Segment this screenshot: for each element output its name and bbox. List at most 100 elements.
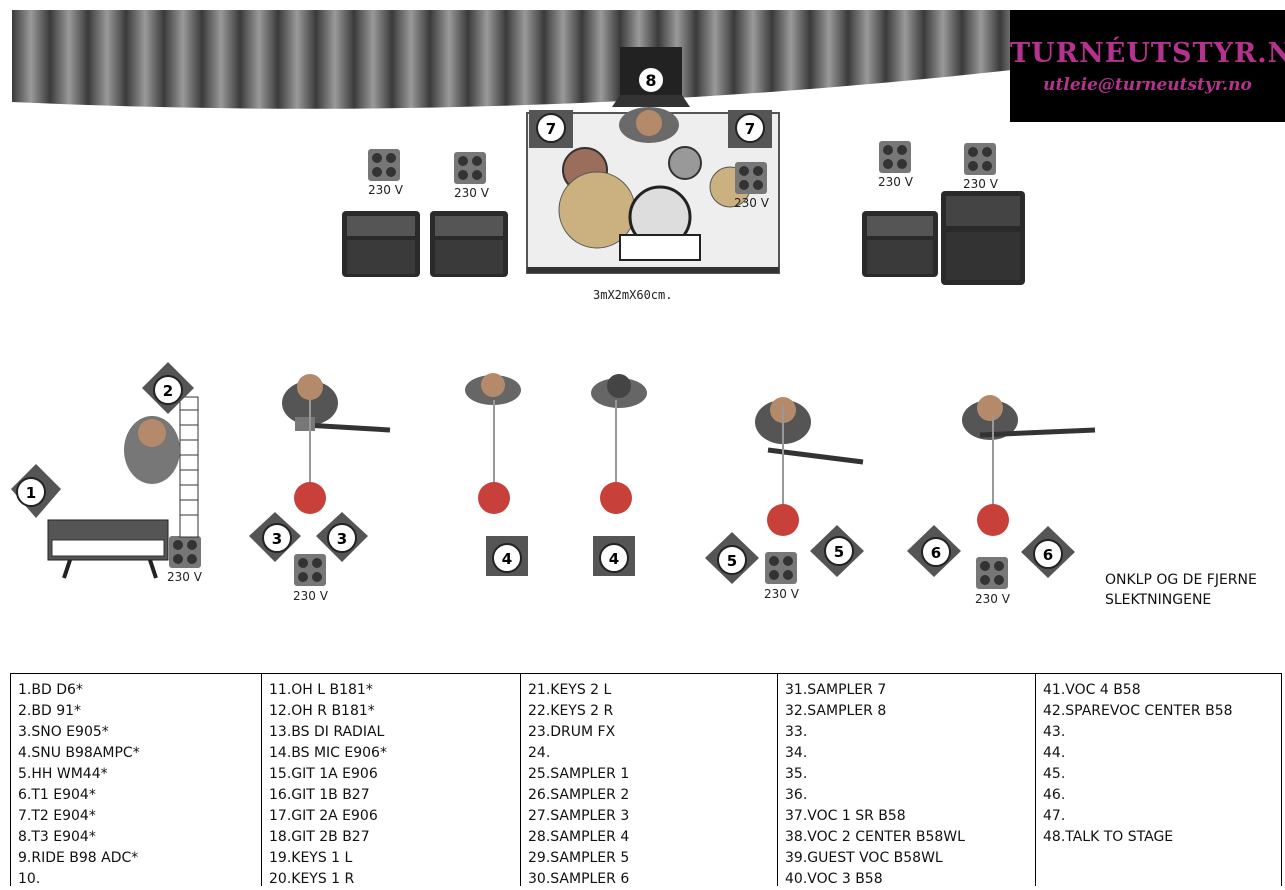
bass-amp-rack xyxy=(941,191,1025,285)
channel-column-3: 21.KEYS 2 L 22.KEYS 2 R 23.DRUM FX 24. 2… xyxy=(521,674,778,887)
channel-entry: 24. xyxy=(528,745,551,761)
svg-text:5: 5 xyxy=(727,552,737,570)
monitor-wedge-2: 2 xyxy=(142,362,194,414)
channel-entry: 3.SNO E905* xyxy=(18,724,109,740)
svg-text:6: 6 xyxy=(931,544,941,562)
brand-email: utleie@turneutstyr.no xyxy=(1043,75,1252,95)
channel-entry: 6.T1 E904* xyxy=(18,787,96,803)
channel-entry: 12.OH R B181* xyxy=(269,703,375,719)
power-outlet xyxy=(765,552,797,584)
monitor-7-right: 7 xyxy=(728,110,772,148)
channel-entry: 21.KEYS 2 L xyxy=(528,682,612,698)
guitar-amp xyxy=(342,211,420,277)
channel-entry: 18.GIT 2B B27 xyxy=(269,829,370,845)
guitarist-1 xyxy=(282,374,391,433)
riser-caption: 3mX2mX60cm. xyxy=(593,288,673,302)
monitor-wedge-4-right: 4 xyxy=(593,536,635,576)
channel-entry: 36. xyxy=(785,787,808,803)
bassist xyxy=(962,395,1096,440)
channel-entry: 26.SAMPLER 2 xyxy=(528,787,630,803)
band-name-line-1: ONKLP OG DE FJERNE xyxy=(1105,572,1257,588)
voltage-label: 230 V xyxy=(963,177,998,191)
channel-entry: 43. xyxy=(1043,724,1066,740)
channel-entry: 48.TALK TO STAGE xyxy=(1043,829,1174,845)
channel-entry: 32.SAMPLER 8 xyxy=(785,703,887,719)
channel-entry: 30.SAMPLER 6 xyxy=(528,871,630,887)
voltage-label: 230 V xyxy=(454,186,489,200)
svg-text:6: 6 xyxy=(1043,546,1053,564)
monitor-7-left: 7 xyxy=(529,110,573,148)
channel-entry: 39.GUEST VOC B58WL xyxy=(785,850,943,866)
channel-entry: 4.SNU B98AMPC* xyxy=(18,745,140,761)
power-outlet xyxy=(169,536,201,568)
monitor-wedge-4-left: 4 xyxy=(486,536,528,576)
channel-entry: 2.BD 91* xyxy=(18,703,82,719)
channel-entry: 29.SAMPLER 5 xyxy=(528,850,630,866)
channel-entry: 37.VOC 1 SR B58 xyxy=(785,808,906,824)
channel-entry: 13.BS DI RADIAL xyxy=(269,724,385,740)
channel-entry: 33. xyxy=(785,724,808,740)
channel-entry: 23.DRUM FX xyxy=(528,724,616,740)
channel-entry: 7.T2 E904* xyxy=(18,808,96,824)
guitar-amp xyxy=(862,211,938,277)
svg-text:4: 4 xyxy=(502,550,512,568)
channel-entry: 8.T3 E904* xyxy=(18,829,96,845)
channel-entry: 11.OH L B181* xyxy=(269,682,373,698)
channel-entry: 38.VOC 2 CENTER B58WL xyxy=(785,829,965,845)
monitor-wedge-6-right: 6 xyxy=(1021,526,1075,578)
monitor-wedge-5-left: 5 xyxy=(705,532,759,584)
mic-stand xyxy=(478,400,510,514)
channel-column-4: 31.SAMPLER 7 32.SAMPLER 8 33. 34. 35. 36… xyxy=(778,674,1036,887)
power-outlet xyxy=(976,557,1008,589)
channel-entry: 27.SAMPLER 3 xyxy=(528,808,630,824)
channel-entry: 10. xyxy=(18,871,41,887)
channel-entry: 25.SAMPLER 1 xyxy=(528,766,630,782)
monitor-wedge-3-right: 3 xyxy=(316,512,368,562)
power-outlet xyxy=(368,149,400,181)
channel-entry: 1.BD D6* xyxy=(18,682,83,698)
monitor-wedge-6-left: 6 xyxy=(907,525,961,577)
channel-entry: 28.SAMPLER 4 xyxy=(528,829,630,845)
power-outlet xyxy=(879,141,911,173)
monitor-8-number: 8 xyxy=(645,71,656,90)
voltage-label: 230 V xyxy=(975,592,1010,606)
channel-column-1: 1.BD D6* 2.BD 91* 3.SNO E905* 4.SNU B98A… xyxy=(11,674,262,887)
stage-curtain xyxy=(12,10,1012,109)
channel-entry: 5.HH WM44* xyxy=(18,766,108,782)
voltage-label: 230 V xyxy=(734,196,769,210)
channel-entry: 35. xyxy=(785,766,808,782)
mic-stand xyxy=(294,400,326,514)
monitor-wedge-5-right: 5 xyxy=(810,525,864,577)
channel-entry: 19.KEYS 1 L xyxy=(269,850,353,866)
channel-entry: 42.SPAREVOC CENTER B58 xyxy=(1043,703,1233,719)
mic-stand xyxy=(600,400,632,514)
voltage-label: 230 V xyxy=(878,175,913,189)
channel-entry: 9.RIDE B98 ADC* xyxy=(18,850,139,866)
channel-entry: 15.GIT 1A E906 xyxy=(269,766,378,782)
mic-stand xyxy=(977,415,1009,536)
vocalist-2 xyxy=(591,374,647,408)
monitor-wedge-3-left: 3 xyxy=(249,512,301,562)
channel-entry: 17.GIT 2A E906 xyxy=(269,808,378,824)
monitor-wedge-1: 1 xyxy=(11,464,61,518)
svg-text:2: 2 xyxy=(163,382,173,400)
svg-text:3: 3 xyxy=(337,530,347,548)
channel-entry: 16.GIT 1B B27 xyxy=(269,787,370,803)
mic-stand xyxy=(767,405,799,536)
channel-entry: 44. xyxy=(1043,745,1066,761)
power-outlet xyxy=(735,162,767,194)
power-outlet xyxy=(454,152,486,184)
channel-list: 1.BD D6* 2.BD 91* 3.SNO E905* 4.SNU B98A… xyxy=(10,673,1282,887)
channel-entry: 40.VOC 3 B58 xyxy=(785,871,883,887)
voltage-label: 230 V xyxy=(167,570,202,584)
band-name: ONKLP OG DE FJERNE SLEKTNINGENE xyxy=(1105,570,1257,610)
channel-column-5: 41.VOC 4 B58 42.SPAREVOC CENTER B58 43. … xyxy=(1036,674,1281,886)
channel-entry: 34. xyxy=(785,745,808,761)
guitar-amp xyxy=(430,211,508,277)
channel-column-2: 11.OH L B181* 12.OH R B181* 13.BS DI RAD… xyxy=(262,674,521,887)
band-name-line-2: SLEKTNINGENE xyxy=(1105,592,1212,608)
channel-entry: 46. xyxy=(1043,787,1066,803)
channel-entry: 14.BS MIC E906* xyxy=(269,745,387,761)
keyboard-rig xyxy=(47,396,199,579)
